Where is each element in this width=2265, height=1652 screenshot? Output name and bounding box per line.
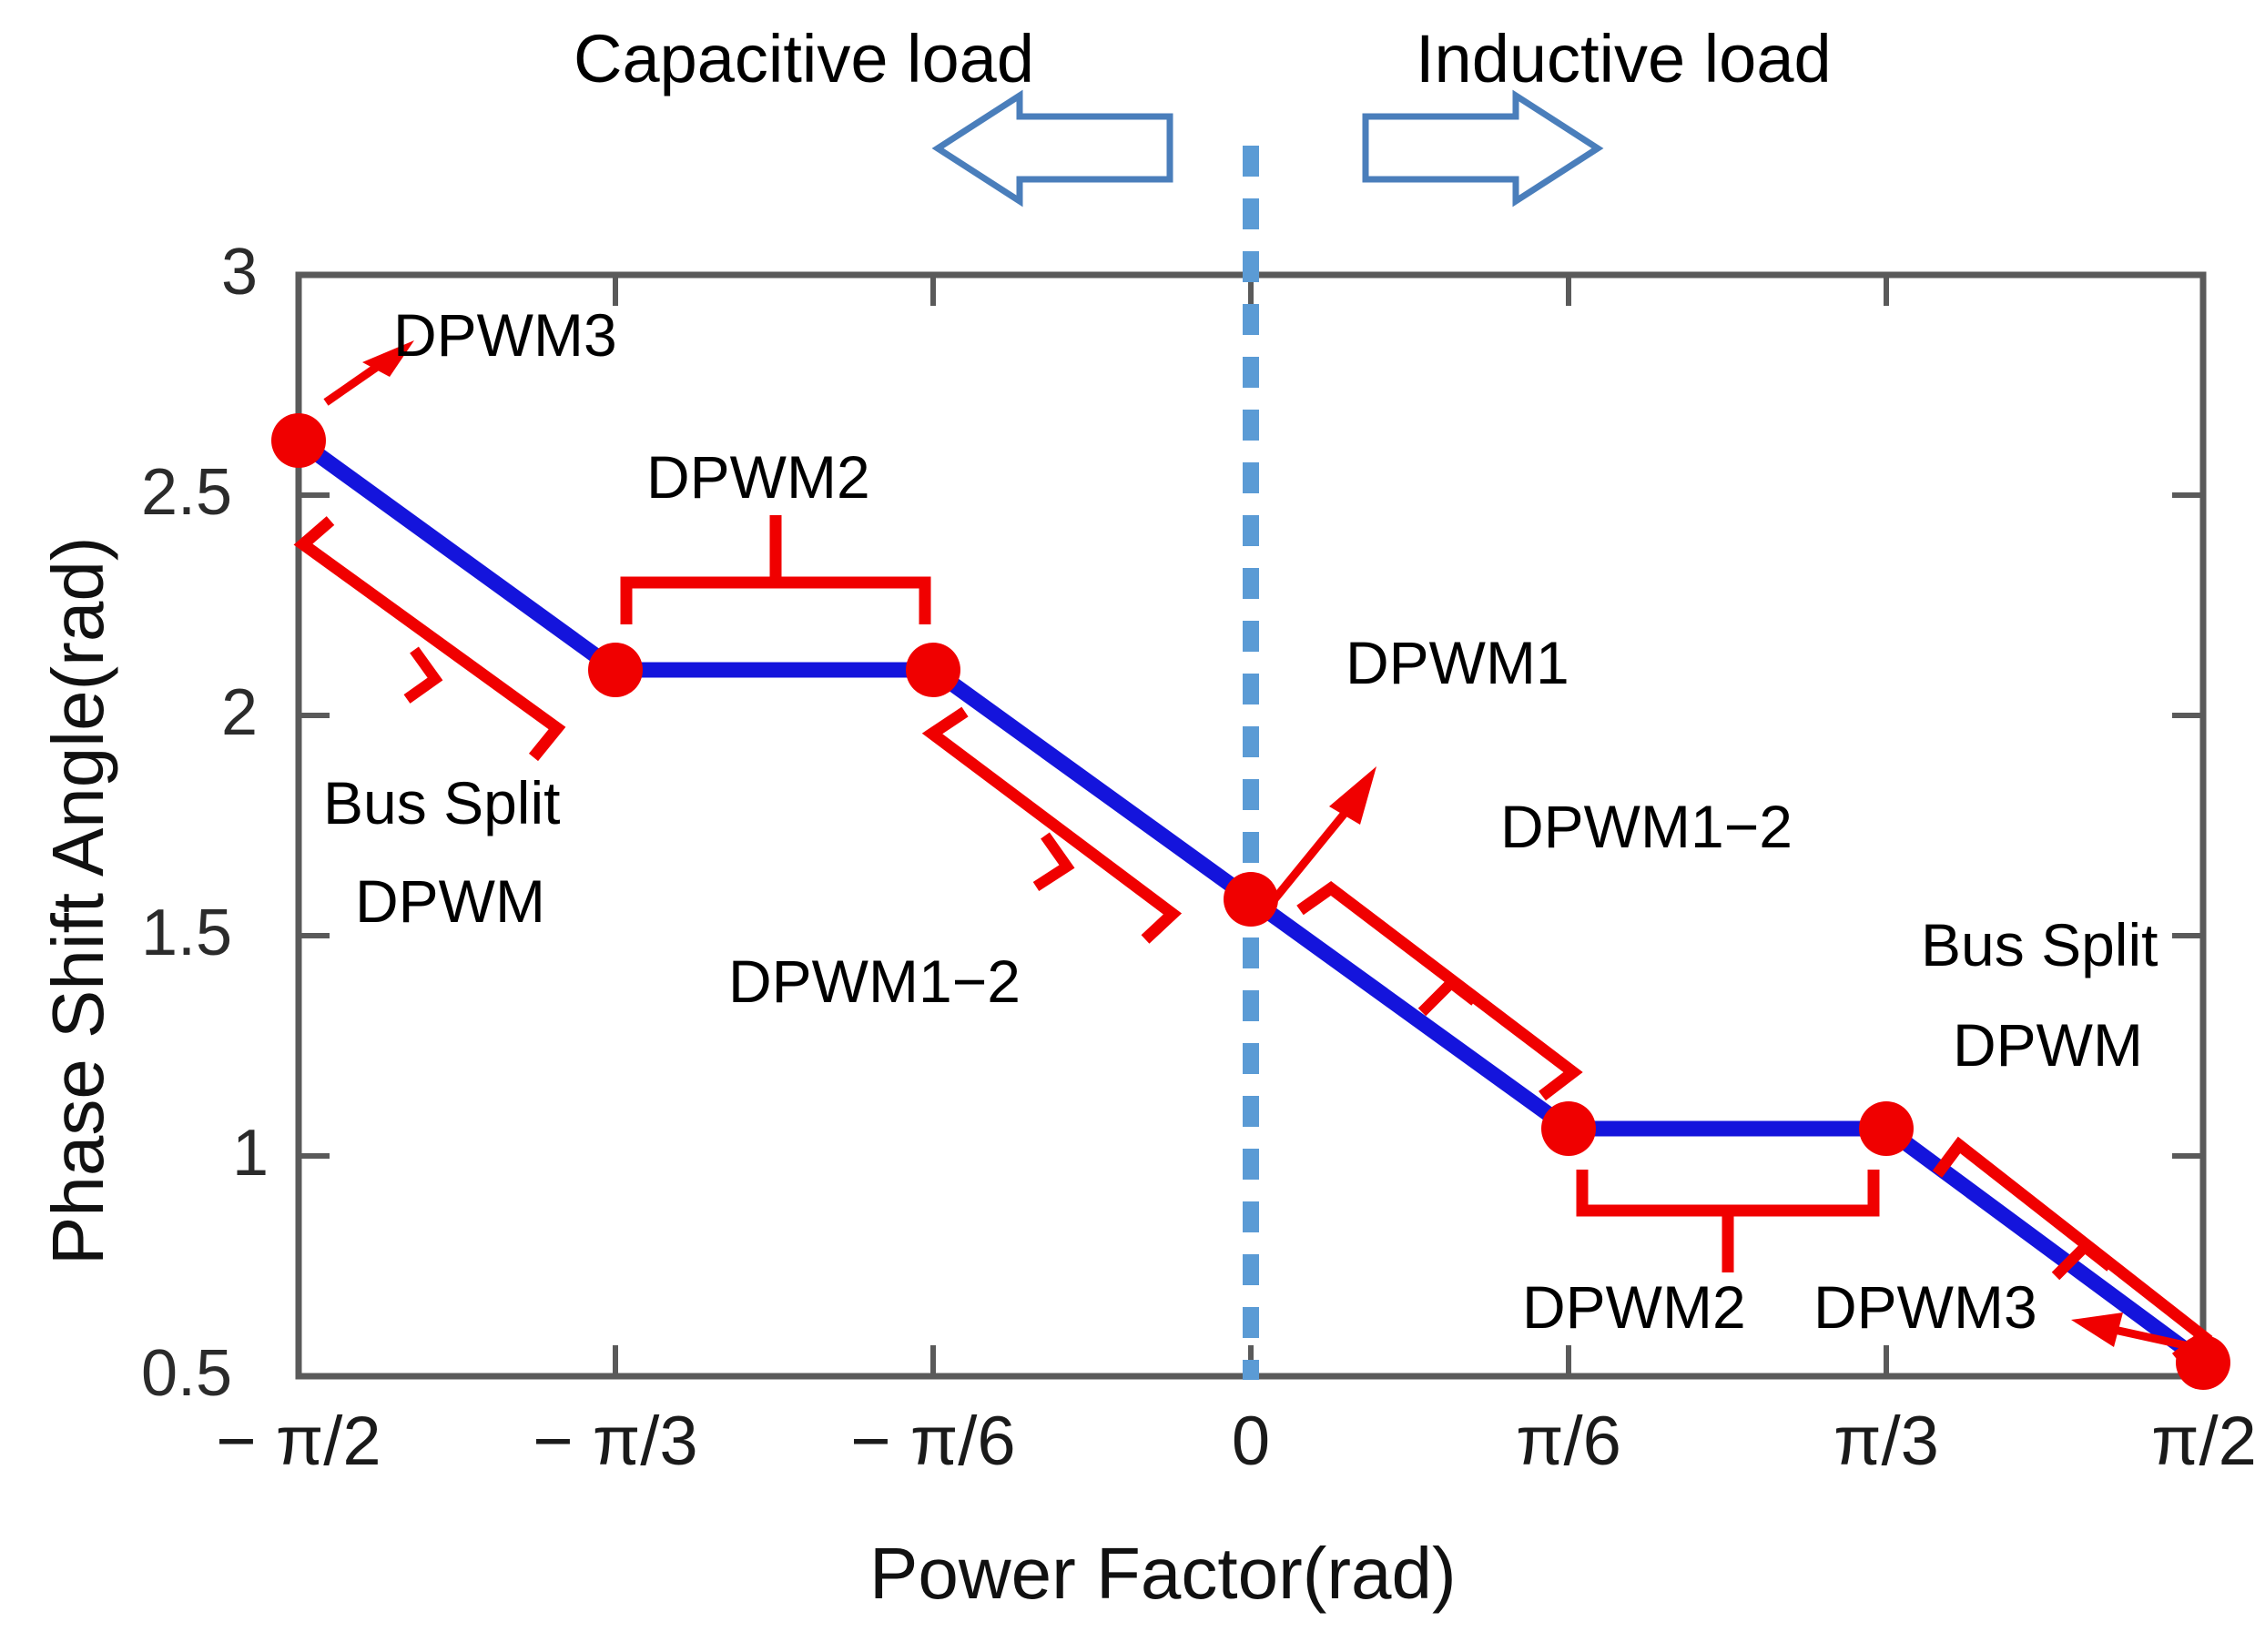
annotation-dpwm2-right: DPWM2 bbox=[1522, 1273, 1746, 1341]
x-tick-label: − π/6 bbox=[850, 1403, 1016, 1480]
dpwm3-right-callout-arrow bbox=[2071, 1312, 2186, 1350]
data-point bbox=[1541, 1101, 1596, 1156]
annotation-bus-split-left-line2: DPWM bbox=[355, 867, 545, 935]
x-tick-label: − π/3 bbox=[533, 1403, 698, 1480]
annotation-bus-split-left-line1: Bus Split bbox=[323, 769, 561, 836]
x-tick-label: π/2 bbox=[2151, 1403, 2257, 1480]
x-tick-label: − π/2 bbox=[216, 1403, 381, 1480]
data-point bbox=[1224, 872, 1278, 927]
annotation-bus-split-right-line1: Bus Split bbox=[1921, 911, 2158, 978]
capacitive-load-label: Capacitive load bbox=[574, 21, 1034, 96]
x-axis-ticks bbox=[613, 275, 1889, 1376]
data-point bbox=[588, 643, 643, 697]
bus-split-left-brace bbox=[293, 516, 566, 762]
x-tick-label: π/6 bbox=[1516, 1403, 1621, 1480]
y-tick-label: 0.5 bbox=[141, 1337, 233, 1410]
annotation-bus-split-right-line2: DPWM bbox=[1953, 1011, 2143, 1079]
data-point bbox=[906, 643, 960, 697]
annotation-dpwm1-right: DPWM1 bbox=[1346, 629, 1569, 696]
arrow-right-icon bbox=[1362, 89, 1604, 208]
y-axis-title: Phase Shift Angle(rad) bbox=[37, 536, 118, 1265]
dpwm2-right-brace bbox=[1576, 1170, 1880, 1272]
y-tick-label: 2.5 bbox=[141, 456, 233, 529]
data-point bbox=[271, 413, 326, 468]
dpwm12-right-brace bbox=[1296, 880, 1583, 1101]
annotation-dpwm12-left: DPWM1−2 bbox=[728, 948, 1021, 1015]
arrow-left-icon bbox=[931, 89, 1173, 208]
dpwm3-left-callout-arrow bbox=[323, 340, 414, 406]
data-point-markers bbox=[271, 413, 2230, 1390]
annotation-dpwm12-right: DPWM1−2 bbox=[1500, 793, 1793, 860]
dpwm2-left-brace bbox=[620, 515, 931, 624]
data-point bbox=[1859, 1101, 1914, 1156]
y-axis-ticks bbox=[299, 272, 2203, 1379]
y-tick-label: 3 bbox=[221, 236, 259, 309]
y-tick-label: 2 bbox=[221, 676, 259, 749]
y-tick-label: 1.5 bbox=[141, 897, 233, 969]
inductive-load-label: Inductive load bbox=[1416, 21, 1832, 96]
x-axis-title: Power Factor(rad) bbox=[869, 1533, 1457, 1614]
annotation-dpwm3-right: DPWM3 bbox=[1813, 1273, 2037, 1341]
x-tick-label: π/3 bbox=[1833, 1403, 1939, 1480]
x-tick-label: 0 bbox=[1231, 1403, 1271, 1480]
dpwm1-right-callout-arrow bbox=[1271, 766, 1376, 902]
bus-split-right-brace bbox=[1932, 1136, 2213, 1363]
annotation-dpwm2-left: DPWM2 bbox=[646, 443, 870, 511]
dpwm12-left-brace bbox=[921, 706, 1183, 944]
y-tick-label: 1 bbox=[232, 1117, 269, 1190]
annotation-dpwm3-left: DPWM3 bbox=[393, 301, 617, 369]
